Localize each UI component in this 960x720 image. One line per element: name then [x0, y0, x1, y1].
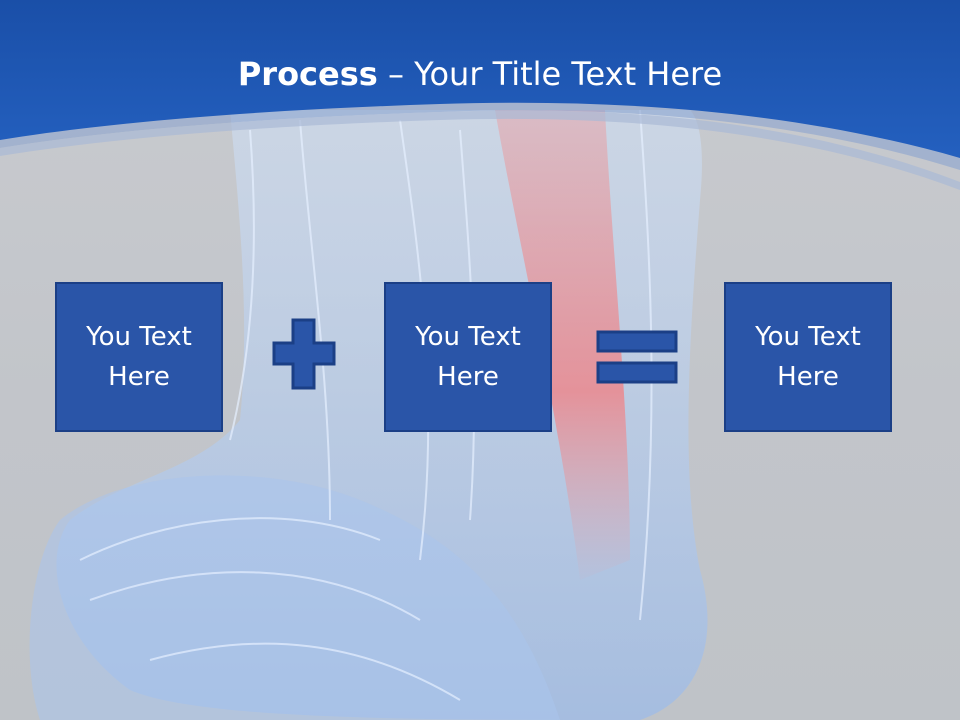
process-box-1-text: You Text Here — [86, 322, 192, 392]
plus-icon — [272, 318, 336, 390]
process-box-3: You Text Here — [724, 282, 892, 432]
title-text-part: – Your Title Text Here — [377, 55, 723, 93]
process-box-2: You Text Here — [384, 282, 552, 432]
equals-icon — [596, 330, 678, 384]
page-title: Process – Your Title Text Here — [0, 52, 960, 96]
process-box-2-text: You Text Here — [415, 322, 521, 392]
process-box-1: You Text Here — [55, 282, 223, 432]
header-banner — [0, 0, 960, 190]
title-bold-part: Process — [237, 55, 378, 93]
process-box-3-text: You Text Here — [755, 322, 861, 392]
